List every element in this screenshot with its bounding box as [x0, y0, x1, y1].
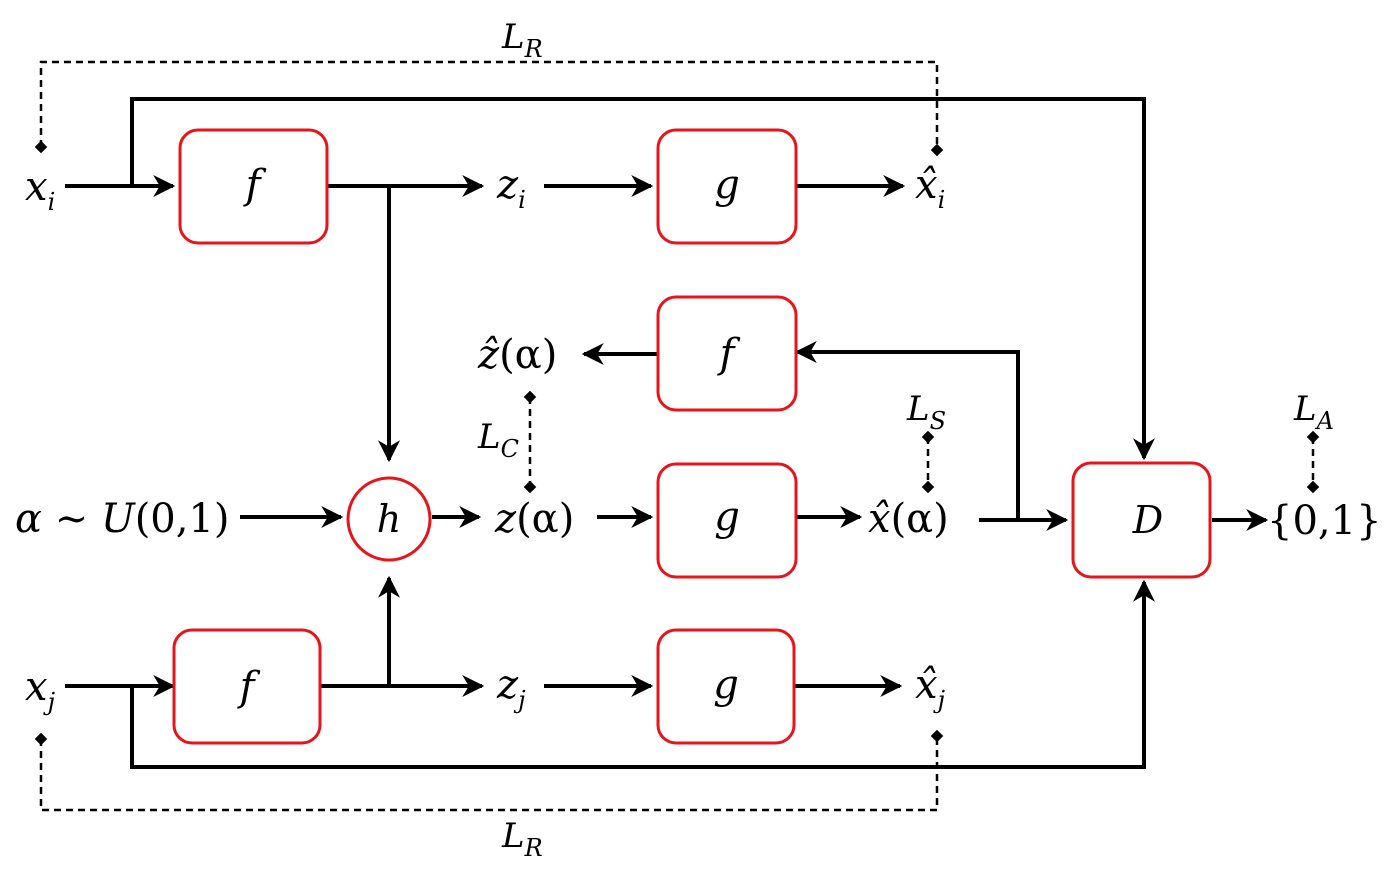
loss-LR-bottom-connector: [34, 729, 944, 812]
discriminator-D-block: [1071, 461, 1212, 579]
decoder-g-top-label: g: [714, 162, 740, 208]
discriminator-output-label: {0,1}: [1267, 498, 1382, 544]
wire-xj-bypass-to-D: [130, 579, 1155, 769]
wire-xhatalpha-feedback-to-f: [794, 341, 1020, 520]
recon-xhat-j-label: x̂j: [915, 662, 946, 714]
mixer-h-label: h: [377, 497, 401, 541]
decoder-g-mid-block: [656, 462, 798, 579]
decoder-g-bottom-block: [656, 628, 796, 745]
loss-LR-bottom-label: LR: [501, 816, 543, 862]
loss-LR-top-label: LR: [501, 17, 543, 63]
loss-labels: LR LR LC LS LA: [477, 17, 1334, 862]
input-xj-label: xj: [25, 664, 56, 716]
encoder-f-bottom-block: [172, 628, 322, 745]
blocks: f g f g f g h D: [172, 128, 1212, 745]
encoder-f-top-block: [178, 128, 329, 245]
latent-z-alpha-label: z(α): [494, 496, 574, 542]
loss-LS-label: LS: [906, 389, 946, 435]
decoder-g-mid-label: g: [714, 494, 740, 540]
loss-connectors: [34, 60, 1320, 812]
decoder-g-bottom-label: g: [713, 662, 739, 708]
recon-xhat-alpha-label: x̂(α): [868, 496, 949, 542]
latent-zi-label: zi: [496, 162, 526, 214]
latent-zhat-alpha-label: ẑ(α): [477, 332, 557, 378]
loss-LR-top-connector: [34, 60, 944, 157]
input-xi-label: xi: [25, 164, 55, 216]
encoder-f-mid-block: [656, 295, 798, 412]
loss-LC-label: LC: [477, 417, 519, 463]
mixer-h-node: [346, 476, 432, 562]
variable-labels: xi xj zi zj x̂i x̂j α ∼ U(0,1) z(α) ẑ(α)…: [15, 162, 1382, 716]
loss-LA-label: LA: [1293, 389, 1334, 435]
discriminator-D-label: D: [1132, 498, 1163, 542]
decoder-g-top-block: [656, 128, 798, 245]
recon-xhat-i-label: x̂i: [915, 162, 945, 214]
latent-zj-label: zj: [496, 662, 526, 714]
alpha-distribution-label: α ∼ U(0,1): [15, 496, 230, 542]
